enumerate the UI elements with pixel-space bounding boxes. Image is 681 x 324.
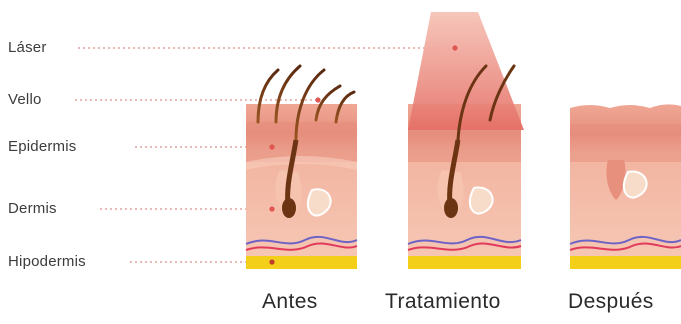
caption-after: Después	[568, 290, 654, 314]
pointer-dot-laser	[452, 45, 457, 50]
pointer-dot-hypodermis	[269, 259, 274, 264]
pointer-dot-hair	[315, 97, 320, 102]
panel-before	[246, 66, 357, 269]
laser-beam	[408, 12, 524, 130]
pointer-dot-epidermis	[269, 144, 274, 149]
epidermis-layer-after	[570, 124, 681, 162]
label-hypodermis: Hipodermis	[8, 253, 86, 270]
label-hair: Vello	[8, 91, 42, 108]
caption-treatment: Tratamiento	[385, 290, 501, 314]
caption-before: Antes	[262, 290, 318, 314]
hypodermis-fat-before	[246, 256, 357, 269]
panel-treatment	[408, 12, 524, 269]
epidermis-layer-before	[246, 122, 357, 162]
label-laser: Láser	[8, 39, 47, 56]
pointer-dot-dermis	[269, 206, 274, 211]
panel-after	[570, 104, 681, 269]
label-dermis: Dermis	[8, 200, 57, 217]
hypodermis-fat-after	[570, 256, 681, 269]
label-epidermis: Epidermis	[8, 138, 77, 155]
hypodermis-fat-treatment	[408, 256, 521, 269]
hair-bulb-before	[282, 198, 296, 218]
hair-bulb-treatment	[444, 198, 458, 218]
